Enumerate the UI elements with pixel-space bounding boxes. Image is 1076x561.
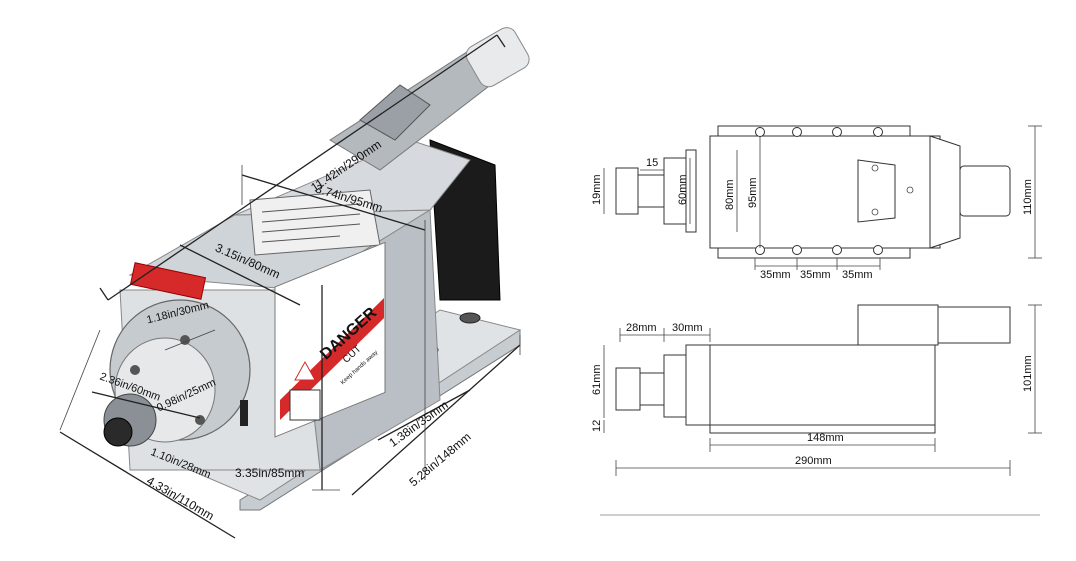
side-flange bbox=[685, 344, 711, 426]
top-dim-overall-height: 110mm bbox=[1022, 179, 1034, 215]
top-dim-pitch-3: 35mm bbox=[842, 269, 873, 281]
side-dim-body-height: 61mm bbox=[591, 364, 603, 395]
top-rear bbox=[929, 135, 961, 249]
side-dim-overall-len: 290mm bbox=[795, 455, 832, 467]
top-body-inner bbox=[709, 135, 931, 249]
top-dim-body-inner: 80mm bbox=[724, 179, 736, 210]
top-dim-pitch-1: 35mm bbox=[760, 269, 791, 281]
collet-tip bbox=[103, 417, 133, 447]
side-nose bbox=[663, 354, 687, 418]
side-dim-nose-len: 28mm bbox=[626, 322, 657, 334]
dim-body-length: 5.28in/148mm bbox=[406, 430, 473, 490]
side-base bbox=[709, 424, 936, 434]
danger-label: DANGER CUT Keep hands away bbox=[274, 241, 386, 438]
top-holes bbox=[755, 127, 883, 255]
connector-clamp bbox=[359, 84, 431, 141]
cable-gland bbox=[465, 27, 530, 88]
top-dim-pitch-2: 35mm bbox=[800, 269, 831, 281]
warning-triangle-icon bbox=[294, 360, 316, 381]
side-connector bbox=[857, 304, 939, 346]
side-collet-neck bbox=[639, 372, 665, 406]
side-dim-body-len: 148mm bbox=[807, 432, 844, 444]
side-dim-flange-len: 30mm bbox=[672, 322, 703, 334]
top-collet-neck bbox=[637, 174, 665, 208]
top-connector bbox=[857, 159, 896, 223]
top-nose-ring bbox=[685, 149, 697, 233]
top-dim-collet-len: 15 bbox=[646, 157, 658, 169]
spindle-3d-illustration: DANGER CUT Keep hands away bbox=[103, 27, 530, 511]
top-dim-nose-height: 60mm bbox=[677, 174, 689, 205]
side-collet bbox=[615, 367, 641, 411]
top-dim-body-outer: 95mm bbox=[747, 177, 759, 208]
dim-base-depth: 4.33in/110mm bbox=[144, 473, 216, 523]
top-dim-collet-height: 19mm bbox=[591, 174, 603, 205]
side-dim-base-height: 12 bbox=[591, 420, 603, 432]
dim-body-height: 3.35in/85mm bbox=[235, 466, 304, 480]
top-view-drawing: 15 19mm 60mm 80mm 95mm 110mm 35mm 35mm 3… bbox=[591, 125, 1042, 281]
top-collet bbox=[615, 167, 639, 215]
side-body bbox=[709, 344, 936, 426]
side-gland bbox=[937, 306, 1011, 344]
side-view-drawing: 28mm 30mm 61mm 12 101mm 148mm 290mm bbox=[591, 304, 1042, 516]
hand-hazard-icon bbox=[289, 389, 321, 421]
side-slot bbox=[240, 400, 248, 426]
top-gland bbox=[959, 165, 1011, 217]
side-dim-total-height: 101mm bbox=[1022, 355, 1034, 392]
